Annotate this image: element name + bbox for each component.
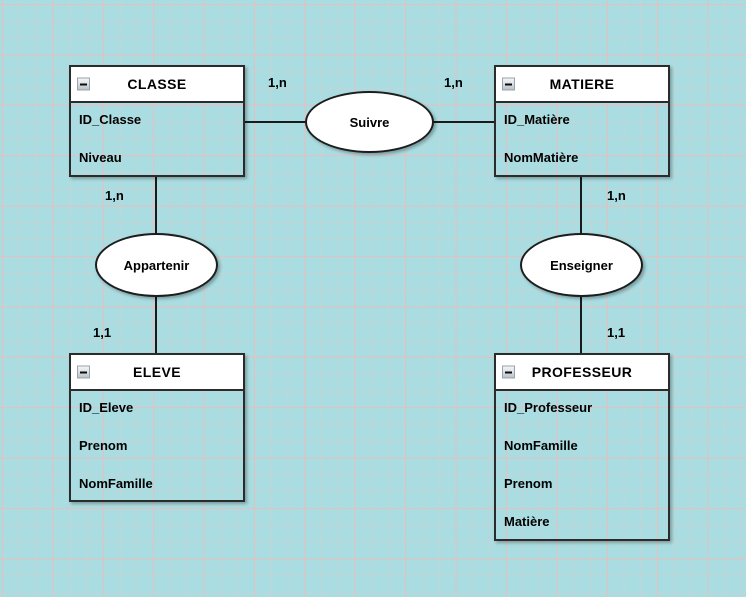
- entity-classe-attributes: ID_Classe Niveau: [71, 103, 243, 180]
- connector-classe-suivre: [245, 121, 307, 123]
- attribute: NomFamille: [504, 438, 578, 453]
- cardinality-matiere-enseigner: 1,n: [607, 188, 626, 203]
- attribute: Niveau: [79, 150, 122, 165]
- entity-classe[interactable]: CLASSE ID_Classe Niveau: [69, 65, 245, 177]
- connector-suivre-matiere: [432, 121, 494, 123]
- minus-box-icon[interactable]: [77, 365, 90, 379]
- cardinality-professeur-enseigner: 1,1: [607, 325, 626, 340]
- entity-matiere-title: MATIERE: [549, 76, 615, 92]
- entity-matiere[interactable]: MATIERE ID_Matière NomMatière: [494, 65, 670, 177]
- relationship-appartenir-label: Appartenir: [123, 257, 190, 273]
- entity-eleve-title: ELEVE: [133, 364, 181, 380]
- attribute: NomMatière: [504, 150, 579, 165]
- entity-professeur-title: PROFESSEUR: [531, 364, 633, 380]
- attribute: Matière: [504, 514, 550, 529]
- entity-classe-header: CLASSE: [71, 67, 243, 103]
- cardinality-matiere-suivre: 1,n: [444, 75, 463, 90]
- cardinality-classe-suivre: 1,n: [268, 75, 287, 90]
- connector-classe-appartenir: [155, 177, 157, 235]
- entity-classe-title: CLASSE: [127, 76, 187, 92]
- relationship-enseigner-label: Enseigner: [550, 257, 613, 273]
- attribute: Prenom: [79, 438, 128, 453]
- attribute: ID_Classe: [79, 112, 142, 127]
- entity-matiere-header: MATIERE: [496, 67, 668, 103]
- connector-matiere-enseigner: [580, 177, 582, 235]
- entity-eleve-attributes: ID_Eleve Prenom NomFamille: [71, 391, 243, 506]
- entity-eleve-header: ELEVE: [71, 355, 243, 391]
- entity-eleve[interactable]: ELEVE ID_Eleve Prenom NomFamille: [69, 353, 245, 502]
- entity-professeur[interactable]: PROFESSEUR ID_Professeur NomFamille Pren…: [494, 353, 670, 541]
- minus-box-icon[interactable]: [502, 365, 515, 379]
- relationship-suivre-label: Suivre: [349, 114, 390, 130]
- relationship-appartenir[interactable]: Appartenir: [95, 233, 218, 297]
- attribute: Prenom: [504, 476, 553, 491]
- cardinality-eleve-appartenir: 1,1: [93, 325, 112, 340]
- attribute: NomFamille: [79, 476, 153, 491]
- relationship-enseigner[interactable]: Enseigner: [520, 233, 643, 297]
- connector-enseigner-professeur: [580, 296, 582, 353]
- attribute: ID_Professeur: [504, 400, 593, 415]
- cardinality-classe-appartenir: 1,n: [105, 188, 124, 203]
- connector-appartenir-eleve: [155, 296, 157, 353]
- entity-professeur-header: PROFESSEUR: [496, 355, 668, 391]
- entity-professeur-attributes: ID_Professeur NomFamille Prenom Matière: [496, 391, 668, 544]
- minus-box-icon[interactable]: [502, 77, 515, 91]
- minus-box-icon[interactable]: [77, 77, 90, 91]
- entity-matiere-attributes: ID_Matière NomMatière: [496, 103, 668, 180]
- attribute: ID_Matière: [504, 112, 570, 127]
- relationship-suivre[interactable]: Suivre: [305, 91, 434, 153]
- attribute: ID_Eleve: [79, 400, 134, 415]
